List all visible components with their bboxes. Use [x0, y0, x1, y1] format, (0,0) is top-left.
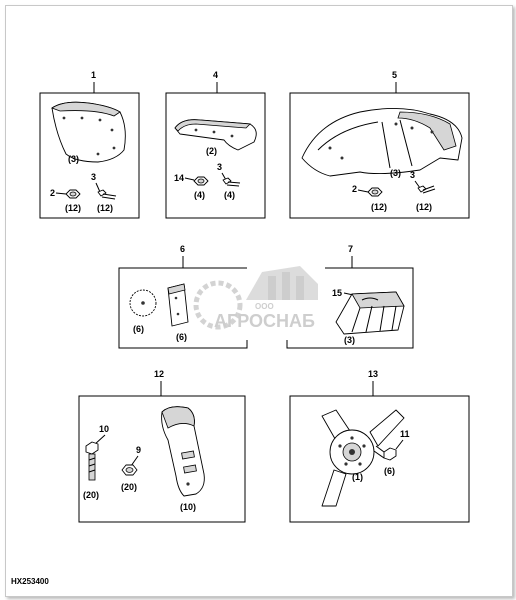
watermark: ООО АГРОСНАБ: [193, 266, 318, 331]
part-number-2: 2: [352, 184, 357, 194]
part-qty: (3): [390, 168, 401, 178]
part-qty: (4): [224, 190, 235, 200]
bolt-icon: [222, 177, 241, 187]
gear-logo-icon: [193, 266, 318, 330]
bolt-icon: [417, 185, 436, 194]
hex-nut-icon: [65, 189, 81, 199]
hex-bolt-icon: [373, 445, 397, 461]
bolt-icon: [97, 189, 117, 200]
group-13-callout: 13: [368, 369, 378, 379]
hex-nut-icon: [121, 464, 138, 476]
group-12-box: [78, 395, 246, 523]
shroud-part: [301, 107, 463, 177]
group-13: 13 (1) 11 (6): [289, 369, 470, 523]
group-7: 7 15 (3): [286, 244, 414, 349]
group-5-box: [289, 92, 470, 219]
part-qty: (20): [121, 482, 137, 492]
hex-bolt-icon: [85, 441, 99, 481]
part-qty: (3): [68, 154, 79, 164]
part-qty: (12): [65, 203, 81, 213]
group-6: 6 (6) (6): [118, 244, 248, 349]
group-4-box: [165, 92, 266, 219]
group-1-box: [39, 92, 140, 219]
part-qty: (6): [133, 324, 144, 334]
group-1-callout: 1: [91, 70, 96, 80]
part-number-9: 9: [136, 445, 141, 455]
part-number-2: 2: [50, 188, 55, 198]
part-number-14: 14: [174, 173, 184, 183]
blade-plate-part: [167, 283, 189, 327]
part-number-10: 10: [99, 424, 109, 434]
part-qty: (6): [176, 332, 187, 342]
group-12-callout: 12: [154, 369, 164, 379]
part-number-11: 11: [400, 429, 410, 439]
group-7-box: [286, 267, 414, 349]
part-number-3: 3: [410, 170, 415, 180]
group-13-box: [289, 395, 470, 523]
part-qty: (20): [83, 490, 99, 500]
watermark-prefix: ООО: [255, 302, 274, 311]
part-qty: (12): [371, 202, 387, 212]
cutting-block-part: [335, 291, 405, 335]
group-5: 5 (3) 2 (12) 3 (12): [289, 70, 470, 219]
part-qty: (4): [194, 190, 205, 200]
part-qty: (2): [206, 146, 217, 156]
group-1: 1 (3) 2 (12) 3 (12): [39, 70, 140, 219]
part-number-3: 3: [217, 162, 222, 172]
serrated-disc-part: [129, 289, 157, 317]
group-12: 12 10 (20) 9 (20) (10): [78, 369, 246, 523]
group-6-callout: 6: [180, 244, 185, 254]
figure-code: HX253400: [11, 577, 49, 586]
knife-holder-part: [161, 406, 205, 497]
part-qty: (12): [97, 203, 113, 213]
hex-nut-icon: [367, 187, 383, 197]
rotor-hub-part: [321, 409, 405, 507]
hex-nut-icon: [193, 176, 209, 186]
guard-strip-part: [174, 119, 257, 151]
part-number-15: 15: [332, 288, 342, 298]
part-qty: (10): [180, 502, 196, 512]
part-qty: (3): [344, 335, 355, 345]
part-qty: (12): [416, 202, 432, 212]
group-4-callout: 4: [213, 70, 218, 80]
group-5-callout: 5: [392, 70, 397, 80]
group-7-callout: 7: [348, 244, 353, 254]
watermark-company-name: АГРОСНАБ: [214, 311, 315, 331]
mount-plate-part: [51, 101, 126, 163]
part-number-3: 3: [91, 172, 96, 182]
part-qty: (6): [384, 466, 395, 476]
group-4: 4 (2) 14 (4) 3 (4): [165, 70, 266, 219]
group-6-box: [118, 267, 248, 349]
part-qty: (1): [352, 472, 363, 482]
